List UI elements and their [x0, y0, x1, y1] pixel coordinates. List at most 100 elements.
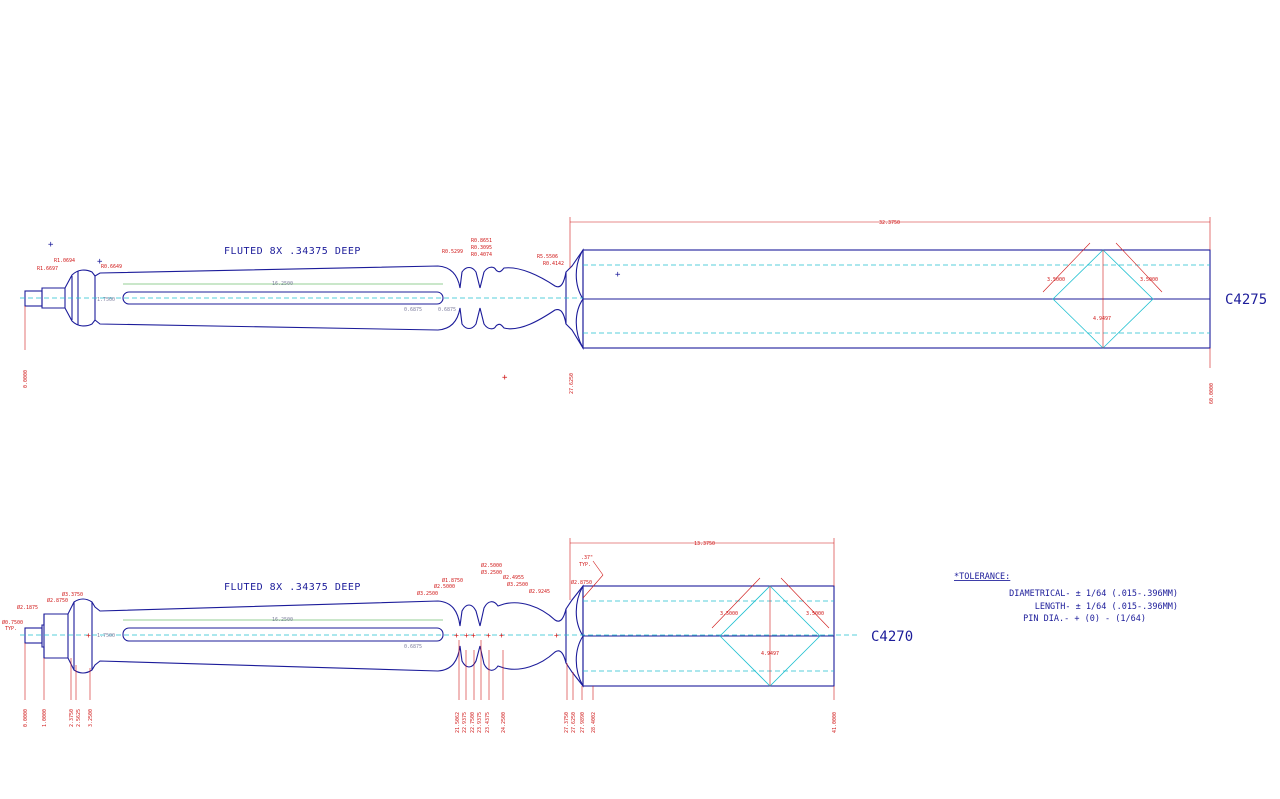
svg-text:+: + — [464, 631, 469, 640]
leader-line — [582, 574, 604, 599]
dim-square-face: 3.5000 — [1047, 277, 1065, 283]
leader-line — [592, 560, 604, 576]
dim-square-face-2: 3.5000 — [1140, 277, 1158, 283]
pin-dia-callout: Ø0.7500 — [2, 619, 23, 626]
marker-plus: + — [615, 270, 621, 280]
flute-dia-label: 0.6875 — [404, 644, 422, 650]
svg-text:+: + — [86, 631, 91, 640]
dim-overall-square-label: 13.3750 — [694, 541, 715, 547]
tolerance-heading: *TOLERANCE: — [954, 572, 1010, 582]
ordinate-label: 23.9375 — [477, 712, 483, 733]
radius-callout: R1.6697 — [37, 266, 58, 272]
dim-square-face: 3.5000 — [720, 611, 738, 617]
dim-diagonal: 4.9497 — [1093, 316, 1111, 322]
dia-callout: Ø2.1875 — [17, 604, 38, 611]
svg-text:+: + — [471, 631, 476, 640]
typ-dim: .37" — [581, 555, 593, 561]
dia-callout: Ø3.3750 — [62, 591, 83, 598]
dim-line — [711, 577, 761, 629]
tolerance-length: LENGTH- ± 1/64 (.015-.396MM) — [1035, 602, 1178, 612]
chamfer-arc — [575, 249, 584, 349]
marker-plus: + — [97, 257, 103, 267]
ordinate-label: 27.6250 — [571, 712, 577, 733]
ordinate-label: 22.9375 — [462, 712, 468, 733]
radius-callout: R0.4142 — [543, 261, 564, 267]
ordinate-label: 27.9890 — [580, 712, 586, 733]
dia-callout: Ø2.5000 — [434, 583, 455, 590]
tolerance-diametrical: DIAMETRICAL- ± 1/64 (.015-.396MM) — [1009, 589, 1178, 599]
flute-note-c4270: FLUTED 8X .34375 DEEP — [224, 582, 361, 593]
svg-text:+: + — [499, 631, 504, 640]
part-c4275: 3.5000 3.5000 4.9497 32.3750 16.2500 1.7… — [20, 217, 1267, 404]
dia-callout: Ø3.2500 — [417, 590, 438, 597]
flute-dia-label: 0.6875 — [404, 307, 422, 313]
ordinate-label: 28.4002 — [591, 712, 597, 733]
svg-text:+: + — [454, 631, 459, 640]
chamfer-arc — [575, 585, 584, 687]
part-label-c4270: C4270 — [871, 629, 913, 645]
dia-callout: Ø2.8750 — [571, 579, 592, 586]
flute-slot-c4270 — [122, 627, 444, 642]
ordinate-label: 3.2500 — [88, 709, 94, 727]
dim-line — [1115, 242, 1163, 293]
flute-note-c4275: FLUTED 8X .34375 DEEP — [224, 246, 361, 257]
dia-callout: Ø2.8750 — [47, 597, 68, 604]
ordinate-label: 41.0000 — [832, 712, 838, 733]
flute-offset-label: 1.7500 — [97, 633, 115, 639]
dia-callout: Ø3.2500 — [481, 569, 502, 576]
dim-line — [1042, 242, 1091, 293]
svg-text:+: + — [554, 631, 559, 640]
center-markers: + + + + + + + — [86, 631, 559, 640]
ordinate-label: 0.0000 — [23, 370, 29, 388]
part-label-c4275: C4275 — [1225, 292, 1267, 308]
ordinate-c4275: 0.0000 — [23, 370, 29, 388]
ordinate-ext-lines — [24, 640, 835, 700]
pin-c4275 — [24, 290, 43, 307]
ordinate-c4275: 27.6250 — [569, 373, 575, 394]
radius-callout: R0.8651 — [471, 238, 492, 244]
flute-slot-c4275 — [122, 291, 444, 305]
radius-callout: R1.0694 — [54, 258, 75, 264]
dim-diagonal: 4.9497 — [761, 651, 779, 657]
dia-callout: Ø2.5000 — [481, 562, 502, 569]
dia-callout: Ø2.9245 — [529, 588, 550, 595]
ordinate-label: 1.0000 — [42, 709, 48, 727]
radius-callout: R0.3095 — [471, 245, 492, 251]
ordinate-label: 23.4375 — [485, 712, 491, 733]
ordinate-label: 27.6250 — [569, 373, 575, 394]
ordinate-label: 2.5625 — [76, 709, 82, 727]
ordinate-label: 21.5062 — [455, 712, 461, 733]
dia-callout: Ø3.2500 — [507, 581, 528, 588]
flute-dia-label-2: 0.6875 — [438, 307, 456, 313]
radius-callout: R0.5299 — [442, 249, 463, 255]
ordinate-label: 27.3750 — [564, 712, 570, 733]
radius-callout: R0.6649 — [101, 264, 122, 270]
pin-typ-label: TYP. — [5, 626, 17, 632]
tolerance-pin: PIN DIA.- + (0) - (1/64) — [1023, 614, 1146, 624]
dim-square-face-2: 3.5000 — [806, 611, 824, 617]
ordinate-label: 24.2500 — [501, 712, 507, 733]
flute-length-label: 16.2500 — [272, 281, 293, 287]
dim-line — [780, 577, 830, 629]
radius-callout: R5.5506 — [537, 254, 558, 260]
marker-plus: + — [502, 373, 508, 383]
ordinate-labels-c4270: 0.0000 1.0000 2.3750 2.5625 3.2500 21.50… — [23, 709, 838, 733]
flute-length-label: 16.2500 — [272, 617, 293, 623]
dim-overall-square-label: 32.3750 — [879, 220, 900, 226]
tolerance-block: *TOLERANCE: DIAMETRICAL- ± 1/64 (.015-.3… — [954, 572, 1178, 624]
pin-c4270 — [24, 627, 43, 644]
marker-plus: + — [48, 240, 54, 250]
ordinate-label: 0.0000 — [23, 709, 29, 727]
part-c4270: 3.5000 3.5000 4.9497 13.3750 .37" TYP. 1… — [2, 538, 913, 733]
typ-label: TYP. — [579, 562, 591, 568]
dia-callout: Ø2.4955 — [503, 574, 524, 581]
ordinate-label: 60.0000 — [1209, 383, 1215, 404]
dia-callout: Ø1.8750 — [442, 577, 463, 584]
flute-offset-label: 1.7500 — [97, 297, 115, 303]
svg-text:+: + — [486, 631, 491, 640]
ordinate-label: 2.3750 — [69, 709, 75, 727]
radius-callout: R0.4074 — [471, 252, 492, 258]
ordinate-label: 22.7500 — [470, 712, 476, 733]
ordinate-c4275: 60.0000 — [1209, 383, 1215, 404]
